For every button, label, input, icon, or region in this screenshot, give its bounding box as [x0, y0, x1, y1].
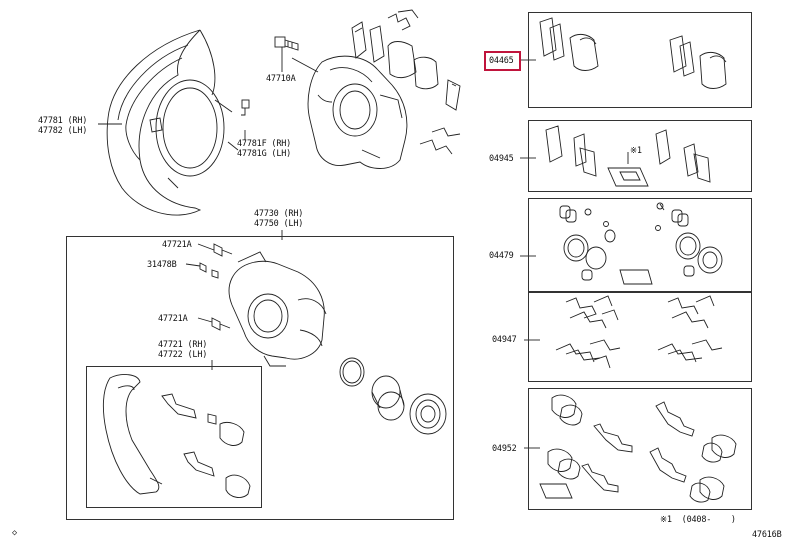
label-04952[interactable]: 04952 — [492, 444, 517, 454]
corner-mark-icon: ◇ — [12, 528, 17, 538]
label-31478b[interactable]: 31478B — [147, 260, 177, 270]
label-47721a-mid[interactable]: 47721A — [158, 314, 188, 324]
caliper-assembly-box — [66, 236, 454, 520]
kit-box-04465 — [528, 12, 752, 108]
kit-box-04479 — [528, 198, 752, 292]
top-caliper-drawing — [291, 55, 408, 169]
kit-04479-drawing — [559, 202, 723, 285]
mounting-bracket-drawing — [102, 374, 163, 495]
kit-box-04945 — [528, 120, 752, 192]
kit-04945-drawing — [545, 125, 711, 187]
label-47730[interactable]: 47730 (RH) — [254, 209, 304, 219]
drawing-number: 47616B — [752, 530, 782, 540]
leader-47721a-mid — [197, 317, 213, 323]
label-04465[interactable]: 04465 — [489, 56, 514, 66]
label-47750[interactable]: 47750 (LH) — [254, 219, 304, 229]
label-04947[interactable]: 04947 — [492, 335, 517, 345]
piston-seal-drawings — [339, 357, 447, 435]
kit-box-04947 — [528, 292, 752, 382]
bolt-47781f-drawing — [241, 99, 250, 140]
label-47781[interactable]: 47781 (RH) — [38, 116, 88, 126]
label-47781f[interactable]: 47781F (RH) — [237, 139, 292, 149]
top-clips-drawing — [387, 9, 461, 155]
kit-box-04952 — [528, 388, 752, 510]
label-47721[interactable]: 47721 (RH) — [158, 340, 208, 350]
label-47710a[interactable]: 47710A — [266, 74, 296, 84]
label-47722[interactable]: 47722 (LH) — [158, 350, 208, 360]
dust-shield-drawing — [106, 29, 239, 216]
caliper-drawing — [228, 251, 327, 367]
kit-04465-drawing — [539, 17, 727, 89]
label-04945[interactable]: 04945 — [489, 154, 514, 164]
guide-pins-drawing — [161, 393, 251, 498]
leader-31478b — [185, 263, 201, 267]
leader-47721a-top — [197, 243, 215, 251]
bolt-47710a-drawing — [274, 36, 299, 72]
kit-04947-drawing — [555, 295, 723, 369]
kit-04952-drawing — [539, 394, 737, 503]
footnote: ※1 (0408- ) — [660, 515, 736, 525]
top-pads-drawing — [351, 21, 461, 111]
bleeder-drawings — [199, 243, 233, 331]
label-04479[interactable]: 04479 — [489, 251, 514, 261]
note-mark: ※1 — [630, 146, 642, 156]
label-47782[interactable]: 47782 (LH) — [38, 126, 88, 136]
label-47721a-top[interactable]: 47721A — [162, 240, 192, 250]
highlight-04465 — [484, 51, 521, 71]
label-47781g[interactable]: 47781G (LH) — [237, 149, 292, 159]
mounting-bracket-box — [86, 366, 262, 508]
